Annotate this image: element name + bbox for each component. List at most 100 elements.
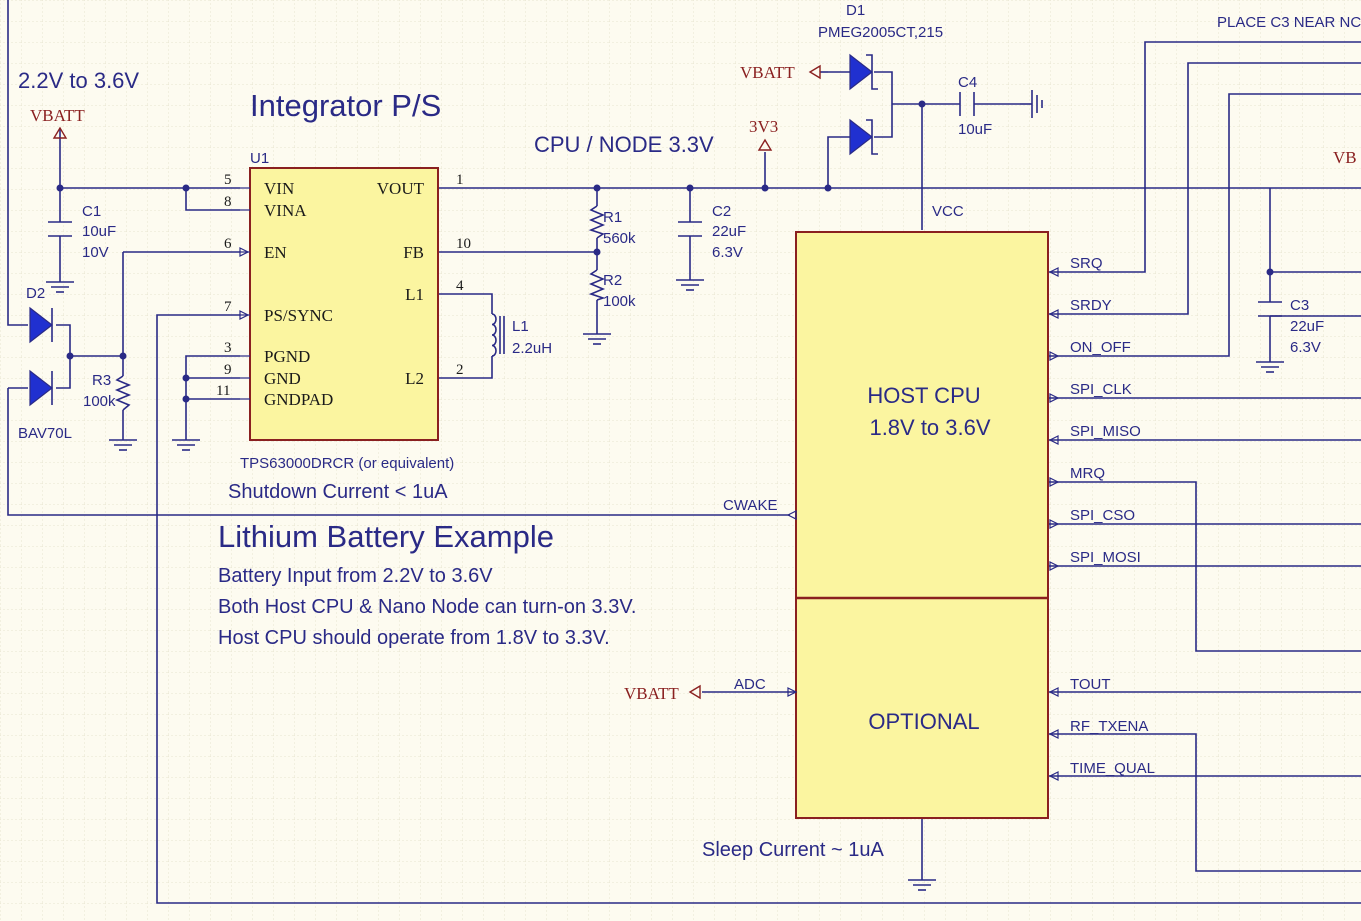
signal-spi-miso: SPI_MISO xyxy=(1070,423,1141,440)
r1-ref: R1 xyxy=(603,209,622,226)
capacitor-c1[interactable]: C1 10uF 10V xyxy=(48,203,116,261)
integrator-title: Integrator P/S xyxy=(250,88,441,123)
signal-on-off: ON_OFF xyxy=(1070,339,1131,356)
l1-ref: L1 xyxy=(512,318,529,335)
vcc-label: VCC xyxy=(932,203,964,220)
signal-spi-clk: SPI_CLK xyxy=(1070,381,1132,398)
svg-text:VBATT: VBATT xyxy=(30,106,85,125)
c4-ref: C4 xyxy=(958,74,977,91)
signal-spi-mosi: SPI_MOSI xyxy=(1070,549,1141,566)
svg-text:VB: VB xyxy=(1333,148,1357,167)
power-port-3v3: 3V3 xyxy=(749,117,778,151)
u1-num-2: 2 xyxy=(456,362,464,378)
signal-spi-cso: SPI_CSO xyxy=(1070,507,1135,524)
u1-pin-l2: L2 xyxy=(405,369,424,388)
svg-text:VBATT: VBATT xyxy=(740,63,795,82)
diode-d1[interactable]: D1 PMEG2005CT,215 xyxy=(818,2,943,156)
u1-num-7: 7 xyxy=(224,299,232,315)
u1-pin-en: EN xyxy=(264,243,287,262)
r2-value: 100k xyxy=(603,293,636,310)
c4-value: 10uF xyxy=(958,121,992,138)
input-range-note: 2.2V to 3.6V xyxy=(18,68,139,93)
d2-ref: D2 xyxy=(26,285,45,302)
host-cpu-range: 1.8V to 3.6V xyxy=(869,415,990,440)
wires xyxy=(7,0,1361,904)
power-port-vbatt-adc: VBATT xyxy=(624,684,701,703)
u1-pin-vout: VOUT xyxy=(377,179,425,198)
capacitor-c3[interactable]: C3 22uF 6.3V xyxy=(1258,297,1324,356)
signal-mrq: MRQ xyxy=(1070,465,1105,482)
junctions xyxy=(56,100,1274,403)
l1-value: 2.2uH xyxy=(512,340,552,357)
inductor-l1[interactable]: L1 2.2uH xyxy=(491,313,552,357)
u1-num-3: 3 xyxy=(224,340,232,356)
capacitor-c2[interactable]: C2 22uF 6.3V xyxy=(678,203,746,261)
u1-num-9: 9 xyxy=(224,362,232,378)
capacitor-c4[interactable]: C4 10uF xyxy=(958,74,992,138)
signal-time-qual: TIME_QUAL xyxy=(1070,760,1155,777)
cpu-node-note: CPU / NODE 3.3V xyxy=(534,132,714,157)
shutdown-note: Shutdown Current < 1uA xyxy=(228,481,448,503)
signal-tout: TOUT xyxy=(1070,676,1111,693)
u1-pin-pssync: PS/SYNC xyxy=(264,306,333,325)
resistor-r1[interactable]: R1 560k xyxy=(588,205,636,247)
signal-rf-txena: RF_TXENA xyxy=(1070,718,1148,735)
u1-num-4: 4 xyxy=(456,278,464,294)
u1-ref: U1 xyxy=(250,150,269,167)
c2-ref: C2 xyxy=(712,203,731,220)
r3-ref: R3 xyxy=(92,372,111,389)
svg-text:3V3: 3V3 xyxy=(749,117,778,136)
svg-text:VBATT: VBATT xyxy=(624,684,679,703)
u1-num-1: 1 xyxy=(456,172,464,188)
u1-pin-vina: VINA xyxy=(264,201,307,220)
sleep-note: Sleep Current ~ 1uA xyxy=(702,839,884,861)
c1-rating: 10V xyxy=(82,244,109,261)
lithium-title: Lithium Battery Example xyxy=(218,519,554,554)
u1-pin-vin: VIN xyxy=(264,179,294,198)
note-line-3: Host CPU should operate from 1.8V to 3.3… xyxy=(218,627,610,649)
c3-ref: C3 xyxy=(1290,297,1309,314)
u1-num-6: 6 xyxy=(224,236,232,252)
u1-num-8: 8 xyxy=(224,194,232,210)
u1-num-5: 5 xyxy=(224,172,232,188)
u1-part: TPS63000DRCR (or equivalent) xyxy=(240,455,454,472)
u1-num-10: 10 xyxy=(456,236,471,252)
r2-ref: R2 xyxy=(603,272,622,289)
c3-rating: 6.3V xyxy=(1290,339,1321,356)
place-c3-note: PLACE C3 NEAR NC xyxy=(1217,14,1361,31)
host-cpu-title: HOST CPU xyxy=(867,383,980,408)
u1-pin-fb: FB xyxy=(403,243,424,262)
c2-value: 22uF xyxy=(712,223,746,240)
diode-d2[interactable]: D2 BAV70L xyxy=(18,285,72,442)
power-port-vb-edge: VB xyxy=(1333,148,1357,167)
r3-value: 100k xyxy=(83,393,116,410)
note-line-1: Battery Input from 2.2V to 3.6V xyxy=(218,565,493,587)
host-cpu-block[interactable]: HOST CPU 1.8V to 3.6V OPTIONAL VCC CWAKE… xyxy=(723,203,1155,819)
c3-value: 22uF xyxy=(1290,318,1324,335)
signal-srdy: SRDY xyxy=(1070,297,1112,314)
c2-rating: 6.3V xyxy=(712,244,743,261)
u1-num-11: 11 xyxy=(216,383,230,399)
regulator-u1[interactable]: U1 VIN VINA EN PS/SYNC PGND GND GNDPAD 5… xyxy=(216,150,471,472)
r1-value: 560k xyxy=(603,230,636,247)
annotations: 2.2V to 3.6V Integrator P/S CPU / NODE 3… xyxy=(18,14,1361,861)
d1-part: PMEG2005CT,215 xyxy=(818,24,943,41)
note-line-2: Both Host CPU & Nano Node can turn-on 3.… xyxy=(218,596,636,618)
c1-ref: C1 xyxy=(82,203,101,220)
d2-part: BAV70L xyxy=(18,425,72,442)
resistor-r3[interactable]: R3 100k xyxy=(83,372,132,411)
resistor-r2[interactable]: R2 100k xyxy=(588,269,636,310)
u1-pin-l1: L1 xyxy=(405,285,424,304)
adc-label: ADC xyxy=(734,676,766,693)
power-port-vbatt-top: VBATT xyxy=(740,63,828,82)
u1-pin-pgnd: PGND xyxy=(264,347,310,366)
optional-title: OPTIONAL xyxy=(868,709,979,734)
c1-value: 10uF xyxy=(82,223,116,240)
u1-pin-gnd: GND xyxy=(264,369,301,388)
signal-srq: SRQ xyxy=(1070,255,1103,272)
u1-pin-gndpad: GNDPAD xyxy=(264,390,333,409)
cwake-label: CWAKE xyxy=(723,497,777,514)
d1-ref: D1 xyxy=(846,2,865,19)
